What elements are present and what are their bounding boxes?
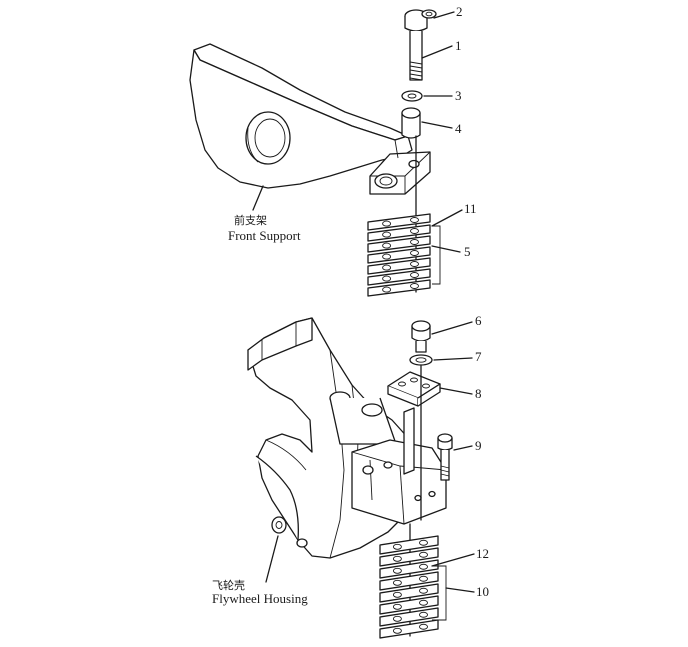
callout-9: 9 (475, 438, 482, 453)
upper-shim-plate-hole (410, 228, 419, 234)
lower-shim-plate-hole (392, 555, 402, 562)
upper-shim-plate-hole (382, 275, 392, 282)
flywheel-housing-part (247, 317, 447, 583)
callout-numbers: 2 1 3 4 11 5 6 7 8 9 12 10 (455, 4, 489, 599)
callout-12: 12 (476, 546, 489, 561)
bolt-part-9 (437, 433, 453, 481)
shim-stack-upper (367, 135, 431, 297)
lower-shim-plate-hole (419, 623, 428, 630)
lower-shim-plate-hole (392, 591, 402, 598)
lower-shim-plate-hole (419, 539, 428, 546)
ring-part-2 (421, 9, 437, 19)
washer-part-7 (409, 354, 433, 366)
flywheel-housing-label-cn: 飞轮壳 (212, 578, 245, 592)
lower-shim-plate-hole (392, 615, 402, 622)
lower-shim-plate-hole (392, 603, 402, 610)
part-labels: 前支架 Front Support 飞轮壳 Flywheel Housing (212, 213, 308, 606)
front-support-part (189, 43, 431, 211)
upper-shim-plate-4 (367, 246, 431, 264)
upper-shim-plate-hole (410, 217, 419, 223)
lower-shim-plate-hole (392, 579, 402, 586)
callout-4: 4 (455, 121, 462, 136)
lower-shim-plate-hole (419, 599, 428, 606)
upper-shim-plate-6 (367, 268, 431, 286)
callout-5: 5 (464, 244, 471, 259)
upper-shim-plate-hole (382, 242, 392, 249)
callout-1: 1 (455, 38, 462, 53)
upper-shim-plate-hole (410, 239, 419, 245)
upper-shim-plate-hole (382, 253, 392, 260)
upper-shim-plate-5 (367, 257, 431, 275)
spacer-part-4 (401, 107, 421, 139)
washer-part-3 (401, 90, 423, 102)
lower-shim-plate-hole (419, 575, 428, 582)
upper-shim-plate-3 (367, 235, 431, 253)
lower-shim-plate-hole (419, 611, 428, 618)
lower-shim-plate-hole (419, 563, 428, 570)
upper-shim-plate-2 (367, 224, 431, 242)
lower-shim-plate-hole (392, 567, 402, 574)
shim-stack-lower (379, 523, 439, 639)
lower-shim-plate-hole (419, 587, 428, 594)
callout-3: 3 (455, 88, 462, 103)
lower-shim-plate-hole (419, 551, 428, 558)
flywheel-housing-label-en: Flywheel Housing (212, 591, 308, 606)
callout-7: 7 (475, 349, 482, 364)
callout-8: 8 (475, 386, 482, 401)
plate-part-8 (387, 365, 441, 521)
upper-shim-plate-hole (410, 272, 419, 278)
callout-10: 10 (476, 584, 489, 599)
upper-shim-plate-hole (410, 283, 419, 289)
callout-6: 6 (475, 313, 482, 328)
front-support-label-en: Front Support (228, 228, 301, 243)
bolt-part-6 (411, 320, 431, 353)
lower-shim-plate-hole (392, 627, 402, 634)
callout-2: 2 (456, 4, 463, 19)
front-support-label-cn: 前支架 (234, 213, 267, 227)
upper-shim-plate-hole (382, 264, 392, 271)
callout-11: 11 (464, 201, 477, 216)
upper-shim-plate-hole (382, 220, 392, 227)
lower-shim-plate-hole (392, 543, 402, 550)
upper-shim-plate-7 (367, 279, 431, 297)
upper-shim-plate-hole (382, 231, 392, 238)
upper-shim-plate-hole (410, 261, 419, 267)
upper-shim-plate-hole (410, 250, 419, 256)
upper-shim-plate-hole (382, 286, 392, 293)
bolt-part-1 (404, 9, 428, 81)
upper-shim-plate-1 (367, 213, 431, 231)
callout-leaders (421, 11, 475, 621)
